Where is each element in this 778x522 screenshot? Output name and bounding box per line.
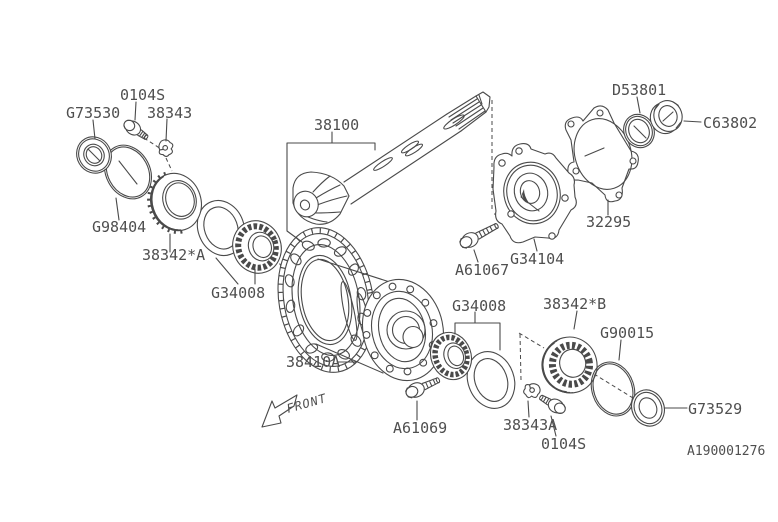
- label-g34008-left: G34008: [211, 284, 265, 302]
- label-0104s-bottom: 0104S: [541, 435, 586, 453]
- label-d53801: D53801: [612, 81, 666, 99]
- part-gasket-32295: [565, 106, 641, 202]
- part-oring-g98404: [95, 137, 160, 207]
- part-oring-g90015: [585, 356, 642, 421]
- label-38410a: 38410A: [286, 353, 340, 371]
- label-g98404: G98404: [92, 218, 146, 236]
- part-clip-38343: [157, 139, 174, 158]
- label-38342b: 38342*B: [543, 295, 606, 313]
- part-bearing-38342-b: [536, 331, 603, 399]
- label-g34104: G34104: [510, 250, 564, 268]
- label-38100: 38100: [314, 116, 359, 134]
- front-direction-arrow: FRONT: [262, 391, 328, 427]
- seal-d53801-tick: [634, 126, 646, 138]
- label-a61069: A61069: [393, 419, 447, 437]
- nut-c63802-tick: [663, 112, 673, 121]
- oring-g98404-tick: [119, 161, 137, 184]
- part-differential-case-38410a: [267, 220, 453, 388]
- part-retainer-g34104: [493, 144, 576, 243]
- part-nut-c63802: [646, 97, 686, 137]
- label-c63802: C63802: [703, 114, 757, 132]
- part-bearing-38342-a: [141, 165, 209, 239]
- part-bolt-0104s-top: [121, 117, 151, 143]
- part-bolt-a61069: [404, 373, 442, 400]
- front-label: FRONT: [285, 391, 328, 416]
- part-bolt-a61067: [457, 219, 501, 251]
- label-g90015: G90015: [600, 324, 654, 342]
- part-washer-g34008-right: [459, 345, 522, 415]
- label-a61067: A61067: [455, 261, 509, 279]
- part-bearing-g34008-right: [424, 327, 478, 386]
- label-g34008-right: G34008: [452, 297, 506, 315]
- part-bolt-0104s-bottom: [537, 391, 568, 416]
- part-bearing-g34008-left: [225, 214, 288, 280]
- label-0104s-top: 0104S: [120, 86, 165, 104]
- label-38343: 38343: [147, 104, 192, 122]
- drawing-code: A190001276: [687, 444, 765, 459]
- label-38342a: 38342*A: [142, 246, 205, 264]
- ring-gear-bolt-holes: [284, 238, 368, 361]
- seal-g73530-tick: [88, 149, 100, 161]
- part-clip-38343a: [523, 383, 540, 399]
- part-labels: G73530 0104S 38343 G98404 38342*A G34008…: [66, 81, 765, 459]
- label-g73530: G73530: [66, 104, 120, 122]
- label-32295: 32295: [586, 213, 631, 231]
- label-g73529: G73529: [688, 400, 742, 418]
- label-38343a: 38343A: [503, 416, 557, 434]
- part-seal-g73529: [626, 385, 670, 432]
- leader-lines: [93, 97, 701, 436]
- part-gearset-38100-shaft: [289, 92, 490, 224]
